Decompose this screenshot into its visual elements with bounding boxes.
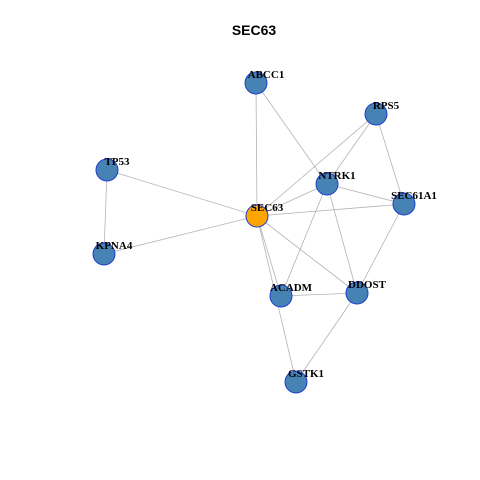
node-label-sec61a1: SEC61A1: [391, 190, 437, 202]
node-circle-abcc1[interactable]: [244, 71, 268, 95]
node-ntrk1[interactable]: NTRK1: [315, 170, 356, 196]
edge-ddost-gstk1: [295, 292, 358, 383]
node-tp53[interactable]: TP53: [95, 156, 130, 182]
edge-abcc1-ntrk1: [255, 82, 328, 185]
edge-sec63-ddost: [256, 215, 358, 294]
node-circle-ntrk1[interactable]: [315, 172, 339, 196]
node-circle-tp53[interactable]: [95, 158, 119, 182]
node-label-gstk1: GSTK1: [288, 368, 324, 380]
node-circle-kpna4[interactable]: [92, 242, 116, 266]
edge-rps5-ntrk1: [326, 113, 377, 185]
edge-sec63-kpna4: [103, 215, 258, 255]
node-label-sec63: SEC63: [251, 202, 284, 214]
node-ddost[interactable]: DDOST: [345, 279, 387, 305]
node-label-abcc1: ABCC1: [248, 69, 285, 81]
edge-layer: [103, 82, 405, 383]
graph-title: SEC63: [232, 22, 277, 38]
node-layer: SEC63 ABCC1RPS5TP53NTRK1SEC61A1KPNA4ACADM…: [92, 69, 437, 394]
node-label-rps5: RPS5: [373, 100, 400, 112]
edge-sec63-ntrk1: [256, 183, 328, 217]
edge-sec63-tp53: [106, 169, 258, 217]
node-circle-sec61a1[interactable]: [392, 192, 416, 216]
node-circle-ddost[interactable]: [345, 281, 369, 305]
node-label-ntrk1: NTRK1: [318, 170, 355, 182]
node-gstk1[interactable]: GSTK1: [284, 368, 324, 394]
edge-sec63-sec61a1: [256, 203, 405, 217]
node-sec63[interactable]: SEC63: [245, 202, 284, 228]
edge-ntrk1-sec61a1: [326, 183, 405, 205]
node-circle-acadm[interactable]: [269, 284, 293, 308]
node-label-tp53: TP53: [104, 156, 130, 168]
node-label-kpna4: KPNA4: [96, 240, 133, 252]
node-circle-sec63[interactable]: [245, 204, 269, 228]
edge-tp53-kpna4: [103, 169, 108, 255]
node-label-ddost: DDOST: [348, 279, 387, 291]
node-sec61a1[interactable]: SEC61A1: [391, 190, 437, 216]
edge-ntrk1-acadm: [280, 183, 328, 297]
edge-sec61a1-ddost: [356, 203, 405, 294]
edge-sec63-rps5: [256, 113, 377, 217]
node-kpna4[interactable]: KPNA4: [92, 240, 133, 266]
node-circle-rps5[interactable]: [364, 102, 388, 126]
edge-rps5-sec61a1: [375, 113, 405, 205]
node-label-acadm: ACADM: [270, 282, 313, 294]
node-acadm[interactable]: ACADM: [269, 282, 313, 308]
node-abcc1[interactable]: ABCC1: [244, 69, 285, 95]
edge-sec63-acadm: [256, 215, 282, 297]
edge-sec63-abcc1: [255, 82, 258, 217]
node-rps5[interactable]: RPS5: [364, 100, 400, 126]
node-circle-gstk1[interactable]: [284, 370, 308, 394]
edge-acadm-ddost: [280, 292, 358, 297]
edge-ntrk1-ddost: [326, 183, 358, 294]
